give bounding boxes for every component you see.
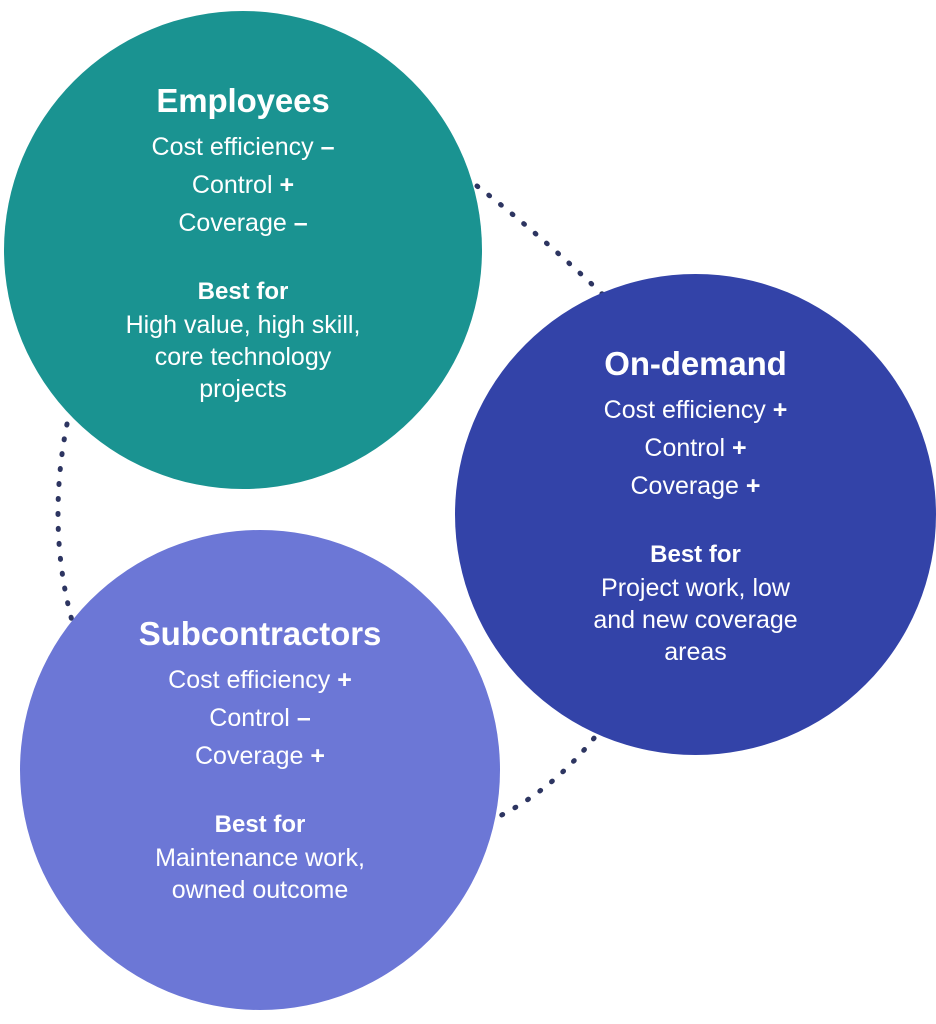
node-employees-best-for-text: High value, high skill, core technology … (126, 309, 361, 405)
node-ondemand[interactable]: On-demand Cost efficiency + Control + Co… (455, 274, 936, 755)
attribute-sign: – (296, 703, 311, 732)
node-ondemand-title: On-demand (604, 345, 787, 382)
attribute-row: Cost efficiency + (604, 391, 788, 429)
attribute-sign: + (745, 471, 761, 500)
attribute-sign: + (772, 395, 788, 424)
node-ondemand-best-for-text: Project work, low and new coverage areas (593, 572, 797, 668)
best-for-line: Maintenance work, (155, 844, 365, 873)
node-subcontractors-best-for-text: Maintenance work, owned outcome (155, 842, 365, 906)
node-subcontractors[interactable]: Subcontractors Cost efficiency + Control… (20, 530, 500, 1010)
best-for-line: projects (199, 375, 287, 404)
attribute-row: Coverage – (152, 204, 335, 242)
attribute-row: Coverage + (168, 737, 352, 775)
attribute-label: Control (644, 433, 725, 462)
attribute-sign: + (310, 741, 325, 770)
attribute-label: Control (209, 703, 290, 732)
node-ondemand-best-for-label: Best for (650, 540, 741, 568)
best-for-line: High value, high skill, (125, 311, 361, 340)
attribute-label: Cost efficiency (603, 395, 766, 424)
connector-subcontractors-to-employees (55, 421, 77, 631)
best-for-line: owned outcome (171, 876, 349, 905)
attribute-sign: + (279, 170, 295, 199)
attribute-label: Coverage (178, 208, 287, 237)
attribute-sign: + (337, 665, 352, 694)
attribute-label: Cost efficiency (168, 665, 331, 694)
node-ondemand-attributes: Cost efficiency + Control + Coverage + (604, 391, 788, 505)
node-subcontractors-title: Subcontractors (138, 615, 382, 652)
node-employees[interactable]: Employees Cost efficiency – Control + Co… (4, 11, 482, 489)
attribute-sign: + (731, 433, 747, 462)
best-for-line: Project work, low (601, 574, 790, 603)
attribute-row: Coverage + (604, 467, 788, 505)
attribute-label: Cost efficiency (151, 132, 314, 161)
node-subcontractors-attributes: Cost efficiency + Control – Coverage + (168, 661, 352, 775)
attribute-label: Coverage (630, 471, 739, 500)
best-for-line: areas (664, 638, 727, 667)
attribute-row: Cost efficiency – (152, 128, 335, 166)
attribute-row: Control + (604, 429, 788, 467)
best-for-line: and new coverage (593, 606, 798, 635)
node-employees-title: Employees (156, 82, 330, 119)
node-employees-attributes: Cost efficiency – Control + Coverage – (152, 128, 335, 242)
attribute-row: Control – (168, 699, 352, 737)
attribute-sign: – (320, 132, 335, 161)
attribute-row: Cost efficiency + (168, 661, 352, 699)
attribute-label: Coverage (195, 741, 304, 770)
attribute-row: Control + (152, 166, 335, 204)
node-employees-best-for-label: Best for (197, 277, 289, 305)
node-subcontractors-best-for-label: Best for (214, 810, 306, 838)
best-for-line: core technology (154, 343, 332, 372)
attribute-label: Control (191, 170, 273, 199)
attribute-sign: – (293, 208, 308, 237)
